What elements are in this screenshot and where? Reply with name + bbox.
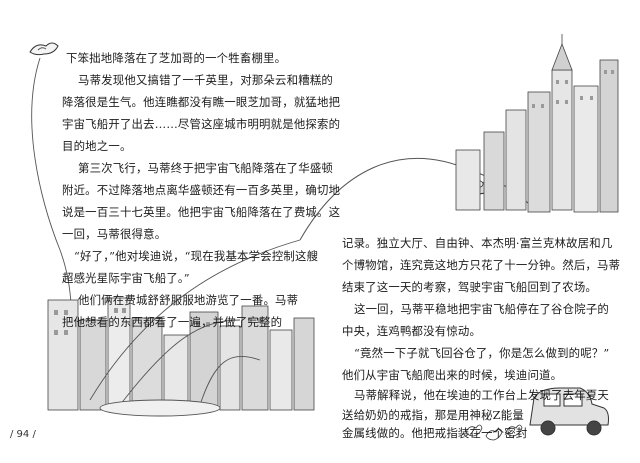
right-text-line: 这一回，马蒂平稳地把宇宙飞船停在了谷仓院子的 xyxy=(354,302,609,316)
ducks-icon xyxy=(465,424,523,441)
splash-arc xyxy=(89,239,301,417)
left-text-line: 宇宙飞船开了出去……尽管这座城市明明就是他探索的 xyxy=(62,117,341,131)
right-text-line: 中央，连鸡鸭都没有惊动。 xyxy=(342,324,482,338)
left-city-buildings xyxy=(47,297,315,411)
right-city-buildings xyxy=(455,34,619,213)
right-text-line: 马蒂解释说，他在埃迪的工作台上发现了去年夏天 xyxy=(354,388,609,402)
left-text-line: 目的地之一。 xyxy=(62,139,132,153)
left-text-line: 降落很是生气。他连瞧都没有瞧一眼芝加哥，就猛地把 xyxy=(62,95,341,109)
left-text-line: 他们俩在费城舒舒服服地游览了一番。马蒂 xyxy=(78,293,299,307)
left-text-line: 说是一百三十七英里。他把宇宙飞船降落在了费城。这 xyxy=(62,205,341,219)
right-text-line: 送给奶奶的戒指，那是用神秘Z能量 xyxy=(342,408,524,422)
right-text-line: 结束了这一天的考察，驾驶宇宙飞船回到了农场。 xyxy=(342,280,597,294)
left-text-line: 一回，马蒂很得意。 xyxy=(62,227,167,241)
left-text-line: 下笨拙地降落在了芝加哥的一个牲畜棚里。 xyxy=(66,51,287,65)
left-text-line: 附近。不过降落地点离华盛顿还有一百多英里，确切地 xyxy=(62,183,341,197)
left-text-line: 把他想看的东西都看了一遍，并做了完整的 xyxy=(62,315,283,329)
left-text-line: 马蒂发现他又搞错了一千英里，对那朵云和糟糕的 xyxy=(78,73,333,87)
right-text-line: 记录。独立大厅、自由钟、本杰明·富兰克林故居和几 xyxy=(342,236,613,250)
right-text-line: “竟然一下子就飞回谷仓了，你是怎么做到的呢？” xyxy=(354,346,610,360)
right-text-line: 个博物馆，连究竟这地方只花了十一分钟。然后，马蒂 xyxy=(342,258,621,272)
right-text-line: 他们从宇宙飞船爬出来的时候，埃迪问道。 xyxy=(342,368,563,382)
left-text-line: “好了，”他对埃迪说，“现在我基本学会控制这艘 xyxy=(74,249,319,263)
car-icon xyxy=(529,387,609,436)
page-number: / 94 / xyxy=(10,429,36,440)
cloud-icon xyxy=(29,42,59,56)
left-text-line: 第三次飞行，马蒂终于把宇宙飞船降落在了华盛顿 xyxy=(78,161,333,175)
left-text-line: 超感光星际宇宙飞船了。” xyxy=(62,271,190,285)
right-text-line: 金属线做的。他把戒指装在一个密封 xyxy=(342,426,528,440)
